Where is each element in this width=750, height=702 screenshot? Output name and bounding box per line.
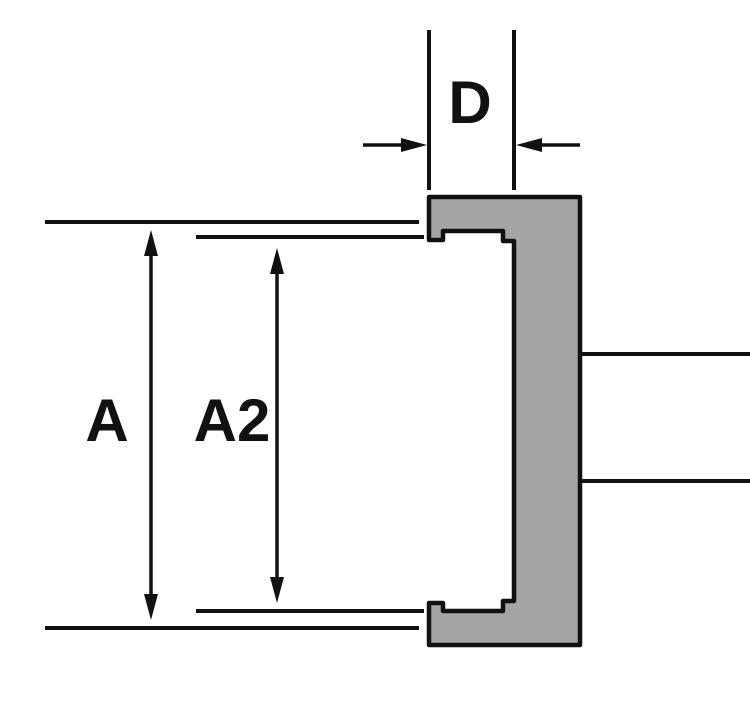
arrowhead-a2-bottom: [270, 577, 284, 603]
arrowhead-d-left: [401, 138, 427, 152]
label-dimension-a: A: [85, 387, 128, 454]
part-cross-section: [426, 194, 583, 648]
label-dimension-a2: A2: [194, 387, 271, 454]
dimension-arrow-d-left: [363, 138, 427, 152]
dimension-arrow-a2: [270, 248, 284, 603]
arrowhead-d-right: [516, 138, 542, 152]
arrowhead-a2-top: [270, 248, 284, 274]
dimension-arrow-a: [144, 230, 158, 620]
dimension-arrow-d-right: [516, 138, 580, 152]
label-dimension-d: D: [448, 69, 491, 136]
arrowhead-a-bottom: [144, 594, 158, 620]
arrowhead-a-top: [144, 230, 158, 256]
